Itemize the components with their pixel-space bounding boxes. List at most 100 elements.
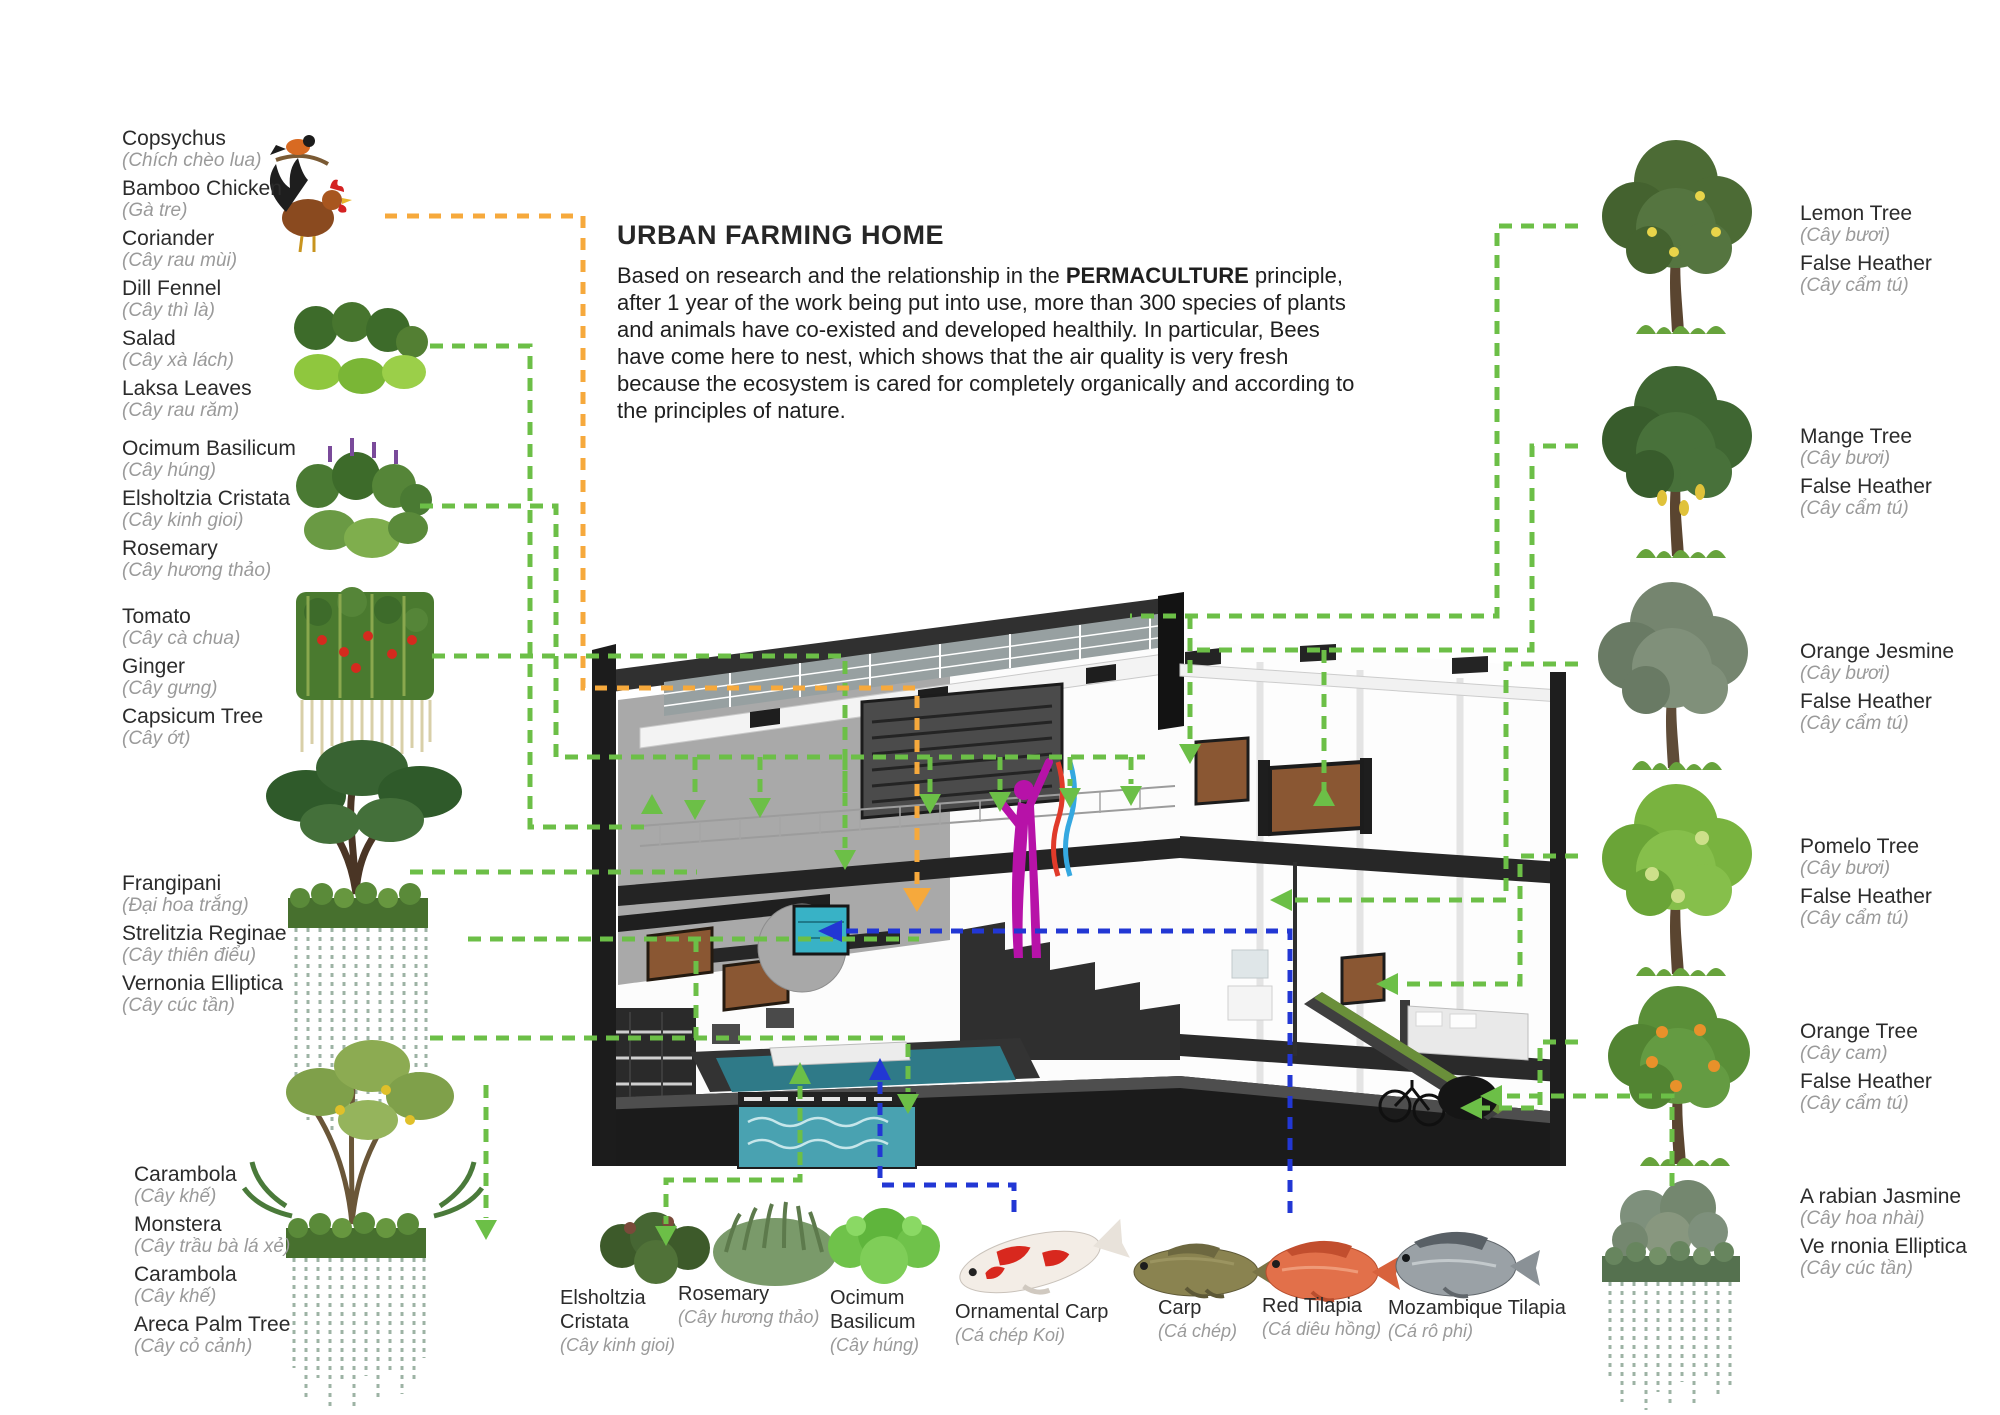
species-vi: (Cây cúc tần) bbox=[122, 995, 235, 1016]
rosemary-plant-illustration bbox=[713, 1201, 837, 1286]
species-label: False Heather(Cây cẩm tú) bbox=[1800, 690, 2000, 735]
connector-arrows-blue bbox=[818, 920, 891, 1080]
species-en: Lemon Tree bbox=[1800, 202, 1913, 225]
bottom-label-ocimum: Ocimum Basilicum (Cây húng) bbox=[830, 1286, 960, 1357]
planter-box bbox=[1194, 736, 1250, 806]
species-en: False Heather bbox=[1800, 885, 1932, 908]
species-en: Orange Tree bbox=[1800, 1020, 1918, 1043]
species-vi: (Cây húng) bbox=[122, 460, 216, 481]
species-en: Monstera bbox=[134, 1213, 222, 1236]
connector-arrows-green bbox=[475, 744, 1502, 1246]
species-label: Carambola(Cây khế) bbox=[134, 1163, 384, 1208]
species-en: Ocimum Basilicum bbox=[122, 437, 296, 460]
species-en: False Heather bbox=[1800, 690, 1932, 713]
bamboo-chicken-illustration bbox=[269, 158, 352, 253]
species-label: Areca Palm Tree(Cây cỏ cảnh) bbox=[134, 1313, 384, 1358]
species-vi: (Cây húng) bbox=[830, 1335, 920, 1355]
species-en: Bamboo Chicken bbox=[122, 177, 282, 200]
species-en: Areca Palm Tree bbox=[134, 1313, 291, 1336]
swimming-pool bbox=[690, 1038, 1040, 1169]
connector-pomelo bbox=[1398, 853, 1578, 987]
pomelo-tree-illustration bbox=[1602, 784, 1752, 976]
species-en: Ginger bbox=[122, 655, 186, 678]
species-vi: (Cây khế) bbox=[134, 1186, 217, 1207]
species-vi: (Cây rau răm) bbox=[122, 400, 240, 421]
right-label-group-orange-tree: Orange Tree(Cây cam) False Heather (Cây c… bbox=[1800, 1020, 1990, 1120]
species-en: False Heather bbox=[1800, 1070, 1932, 1093]
species-label: False Heather(Cây cẩm tú) bbox=[1800, 885, 1990, 930]
species-label: False Heather(Cây cẩm tú) bbox=[1800, 252, 1990, 297]
species-en: Pomelo Tree bbox=[1800, 835, 1920, 858]
species-vi: (Cây thiên điểu) bbox=[122, 945, 257, 966]
species-label: Elsholtzia Cristata(Cây kinh gioi) bbox=[122, 487, 362, 532]
species-label: Ve rnonia Elliptica(Cây cúc tần) bbox=[1800, 1235, 2000, 1280]
connector-frangipani bbox=[468, 936, 919, 1038]
species-en: Ornamental Carp bbox=[955, 1301, 1109, 1323]
paragraph-post: principle, after 1 year of the work bein… bbox=[617, 263, 1355, 423]
species-en: Orange Jesmine bbox=[1800, 640, 1955, 663]
species-label: Orange Jesmine(Cây bươi) bbox=[1800, 640, 2000, 685]
planter-box bbox=[1340, 952, 1386, 1006]
orange-tree-illustration bbox=[1608, 986, 1750, 1166]
mozambique-tilapia-illustration bbox=[1395, 1231, 1540, 1299]
intro-paragraph: Based on research and the relationship i… bbox=[617, 262, 1362, 424]
left-label-group-herbs: Ocimum Basilicum(Cây húng) Elsholtzia Cr… bbox=[122, 437, 362, 587]
species-en: Ve rnonia Elliptica bbox=[1800, 1235, 1967, 1258]
species-vi: (Cá chép Koi) bbox=[955, 1325, 1066, 1345]
connector-mange bbox=[1196, 443, 1578, 792]
species-vi: (Gà tre) bbox=[122, 200, 188, 221]
right-label-group-orange-jesmine: Orange Jesmine(Cây bươi) False Heather(C… bbox=[1800, 640, 2000, 740]
species-en: Salad bbox=[122, 327, 176, 350]
lemon-tree-illustration bbox=[1602, 140, 1752, 334]
connector-lines-orange bbox=[385, 213, 931, 912]
right-label-group-pomelo: Pomelo Tree(Cây bươi) False Heather(Cây … bbox=[1800, 835, 1990, 935]
species-label: Orange Tree(Cây cam) bbox=[1800, 1020, 1990, 1065]
species-label: Vernonia Elliptica(Cây cúc tần) bbox=[122, 972, 362, 1017]
elsholtzia-plant-illustration bbox=[600, 1212, 710, 1284]
species-vi: (Cây bươi) bbox=[1800, 448, 1891, 469]
species-en: False Heather bbox=[1800, 475, 1932, 498]
species-vi: (Cây cỏ cảnh) bbox=[134, 1336, 253, 1357]
right-label-group-mange: Mange Tree(Cây bươi) False Heather(Cây c… bbox=[1800, 425, 1990, 525]
species-vi: (Chích chèo lua) bbox=[122, 150, 262, 171]
species-vi: (Cây cam) bbox=[1800, 1043, 1888, 1064]
species-en: Capsicum Tree bbox=[122, 705, 264, 728]
species-vi: (Cây thì là) bbox=[122, 300, 215, 321]
arabian-jasmine-illustration bbox=[1602, 1180, 1740, 1410]
bottom-label-red-tilapia: Red Tilapia (Cá diêu hồng) bbox=[1262, 1294, 1432, 1341]
measure-line-blue bbox=[1063, 761, 1077, 877]
species-en: Rosemary bbox=[678, 1283, 770, 1305]
species-en: Rosemary bbox=[122, 537, 218, 560]
species-en: Elsholtzia Cristata bbox=[560, 1287, 646, 1333]
species-label: Pomelo Tree(Cây bươi) bbox=[1800, 835, 1990, 880]
connector-salad bbox=[430, 343, 652, 830]
bottom-label-carp: Carp (Cá chép) bbox=[1158, 1296, 1278, 1343]
species-vi: (Cá chép) bbox=[1158, 1321, 1238, 1341]
carp-illustration bbox=[1133, 1243, 1284, 1299]
species-vi: (Đại hoa trắng) bbox=[122, 895, 249, 916]
species-label: Carambola(Cây khế) bbox=[134, 1263, 384, 1308]
species-label: Strelitzia Reginae(Cây thiên điểu) bbox=[122, 922, 362, 967]
species-en: Carambola bbox=[134, 1163, 237, 1186]
hanging-planter-illustration bbox=[288, 882, 428, 1138]
species-vi: (Cây cúc tần) bbox=[1800, 1258, 1913, 1279]
species-label: Ginger(Cây gưng) bbox=[122, 655, 352, 700]
orange-jesmine-tree-illustration bbox=[1598, 582, 1748, 770]
connector-aquarium-fish bbox=[846, 928, 1293, 1218]
right-label-group-arabian-jasmine: A rabian Jasmine(Cây hoa nhài) Ve rnonia… bbox=[1800, 1185, 2000, 1285]
mange-tree-illustration bbox=[1602, 366, 1752, 558]
species-vi: (Cây cà chua) bbox=[122, 628, 241, 649]
species-vi: (Cây cẩm tú) bbox=[1800, 908, 1909, 929]
species-vi: (Cây hương thảo) bbox=[122, 560, 272, 581]
species-label: Lemon Tree(Cây bươi) bbox=[1800, 202, 1990, 247]
species-label: Frangipani(Đại hoa trắng) bbox=[122, 872, 362, 917]
species-en: Carambola bbox=[134, 1263, 237, 1286]
species-vi: (Cây cẩm tú) bbox=[1800, 275, 1909, 296]
species-vi: (Cá diêu hồng) bbox=[1262, 1319, 1382, 1339]
ocimum-plant-illustration bbox=[828, 1208, 940, 1284]
left-label-group-vegetable-wall: Tomato(Cây cà chua) Ginger(Cây gưng) Cap… bbox=[122, 605, 352, 755]
ornamental-carp-illustration bbox=[959, 1218, 1130, 1295]
species-en: Copsychus bbox=[122, 127, 226, 150]
